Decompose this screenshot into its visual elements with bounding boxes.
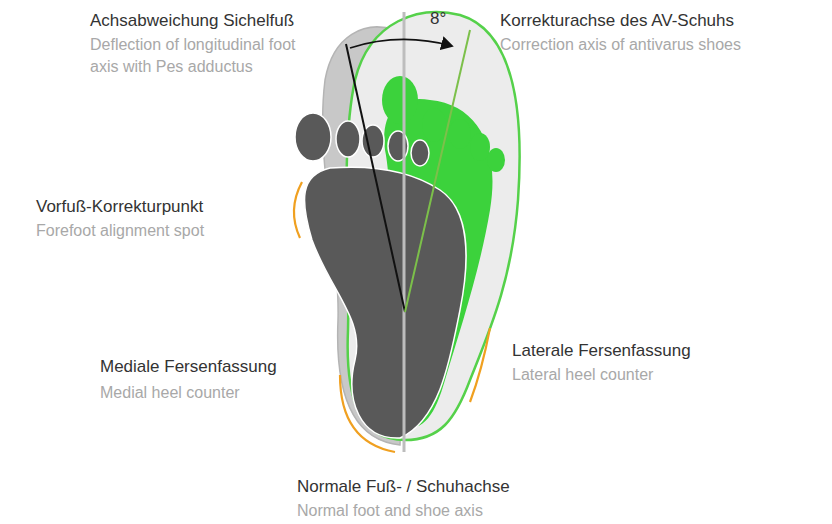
label-title-en: Correction axis of antivarus shoes <box>500 34 741 56</box>
label-title-de: Mediale Fersenfassung <box>100 356 277 378</box>
label-title-de: Normale Fuß- / Schuhachse <box>297 476 510 498</box>
correction-marks <box>294 182 490 452</box>
correction-axis <box>405 30 470 312</box>
label-title-en: Lateral heel counter <box>512 364 653 386</box>
label-title-de: Korrekturachse des AV-Schuhs <box>500 10 734 32</box>
deflection-axis <box>346 44 405 312</box>
label-title-de: Vorfuß-Korrekturpunkt <box>36 196 203 218</box>
label-title-en: Deflection of longitudinal foot axis wit… <box>90 34 310 78</box>
label-title-de: Laterale Fersenfassung <box>512 340 691 362</box>
label-title-de: Achsabweichung Sichelfuß <box>90 10 294 32</box>
label-title-en: Normal foot and shoe axis <box>297 500 483 522</box>
normal-axis <box>403 12 406 452</box>
corrected-toes <box>382 76 505 172</box>
angle-label: 8° <box>430 8 446 30</box>
adducted-foot <box>305 167 466 438</box>
label-title-en: Medial heel counter <box>100 382 240 404</box>
angle-arrow <box>350 39 452 48</box>
label-title-en: Forefoot alignment spot <box>36 220 204 242</box>
